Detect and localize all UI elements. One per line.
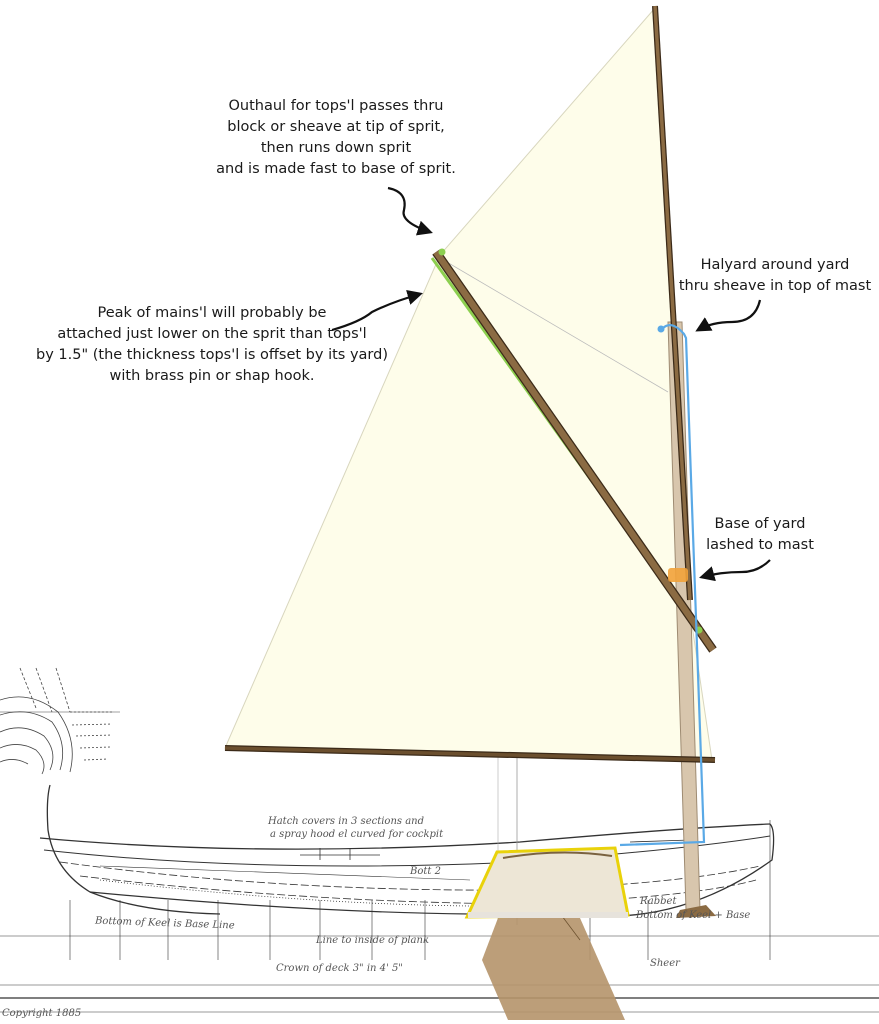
halyard-arrow (695, 299, 762, 332)
sheer-note: Sheer (650, 958, 680, 969)
halyard-line (619, 324, 706, 847)
yard-base-note: Base of yard lashed to mast (706, 516, 814, 553)
hull-note-1: Hatch covers in 3 sections and (268, 816, 425, 827)
topsail-yard-fill (653, 5, 692, 601)
rabbet-note: Rabbet (640, 896, 677, 907)
boom-fill (224, 746, 716, 762)
halyard-sheave (657, 325, 665, 333)
centerboard (482, 918, 625, 1020)
crown-note: Crown of deck 3" in 4' 5" (276, 963, 403, 974)
sail-leech-line (439, 257, 669, 393)
credit-note: Copyright 1885 (2, 1008, 82, 1019)
outhaul-arrow (387, 186, 433, 236)
halyard-note: Halyard around yard thru sheave in top o… (678, 257, 872, 294)
hull-note-2: a spray hood el curved for cockpit (270, 829, 444, 840)
cockpit-coaming (502, 851, 613, 859)
body-plan-sections (0, 667, 120, 775)
cockpit (464, 846, 630, 919)
sprit-fill (433, 250, 716, 652)
cockpit-floor (468, 912, 628, 918)
mast-step (676, 905, 716, 918)
plank-note: Line to inside of plank (316, 935, 430, 946)
station-label: Bott 2 (410, 866, 441, 877)
keel-base-note: Bottom of Keel + Base (636, 910, 751, 921)
yard-lashing (668, 568, 688, 582)
outhaul-block (438, 248, 446, 256)
peak-arrow (331, 289, 423, 332)
peak-note: Peak of mains'l will probably be attache… (36, 305, 388, 384)
outhaul-note: Outhaul for tops'l passes thru block or … (216, 98, 456, 177)
yard-base-arrow (699, 559, 771, 582)
